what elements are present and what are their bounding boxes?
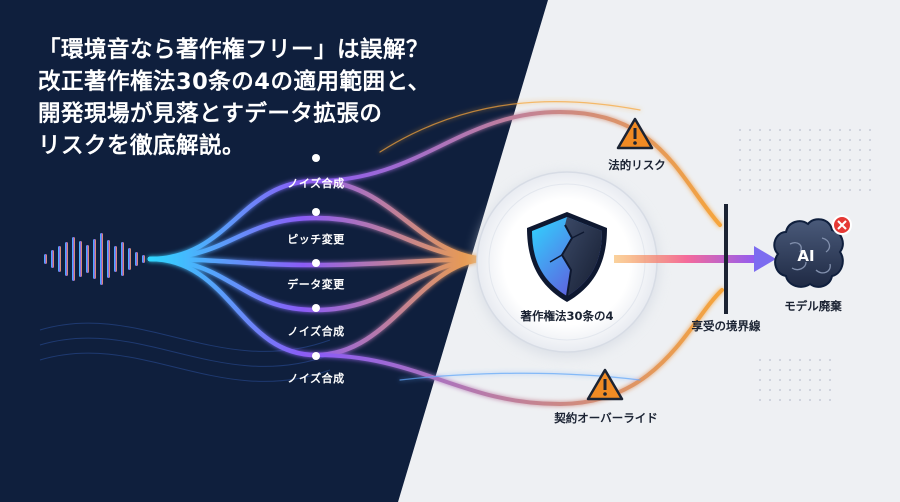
headline-line-4: リスクを徹底解説。 xyxy=(38,133,246,159)
output-arrowhead xyxy=(754,246,776,272)
waveform-bar xyxy=(100,233,103,285)
branch-label-4: ノイズ合成 xyxy=(287,325,345,338)
waveform-bar xyxy=(128,248,131,270)
cracked-shield-icon xyxy=(527,212,607,302)
branch-label-3: データ変更 xyxy=(287,278,345,291)
brain-icon xyxy=(773,218,844,288)
waveform-bar xyxy=(44,254,47,264)
risk-label-top: 法的リスク xyxy=(608,158,666,172)
warning-triangle-icon-bottom xyxy=(586,368,624,401)
waveform-bar xyxy=(86,245,89,273)
close-x-icon xyxy=(832,215,852,235)
waveform-bar xyxy=(135,252,138,266)
dot-grid-decoration xyxy=(739,129,871,401)
branch-label-1: ノイズ合成 xyxy=(287,177,345,190)
headline-line-1: 「環境音なら著作権フリー」は誤解？ xyxy=(38,37,430,63)
sound-waveform-icon xyxy=(44,233,160,285)
branch-label-2: ピッチ変更 xyxy=(287,233,345,246)
branch-label-5: ノイズ合成 xyxy=(287,372,345,385)
waveform-bar xyxy=(107,240,110,278)
boundary-line xyxy=(724,204,728,314)
boundary-label: 享受の境界線 xyxy=(691,319,761,333)
output-arrow-shaft xyxy=(614,255,760,263)
headline: 「環境音なら著作権フリー」は誤解？ 改正著作権法30条の4の適用範囲と、 開発現… xyxy=(38,34,478,162)
waveform-bar xyxy=(72,237,75,281)
ai-label: モデル廃棄 xyxy=(784,299,842,313)
risk-label-bottom: 契約オーバーライド xyxy=(554,411,658,425)
shield-label: 著作権法30条の4 xyxy=(520,309,614,323)
headline-line-3: 開発現場が見落とすデータ拡張の xyxy=(38,101,383,127)
branch-nodes xyxy=(312,154,320,360)
escape-curve-bottom xyxy=(314,288,724,407)
waveform-bar xyxy=(65,242,68,276)
waveform-bar xyxy=(114,246,117,272)
ai-badge-text: AI xyxy=(797,247,815,265)
waveform-bar xyxy=(93,239,96,279)
headline-line-2: 改正著作権法30条の4の適用範囲と、 xyxy=(38,69,431,95)
escape-curve-top xyxy=(314,109,722,227)
waveform-bar xyxy=(142,255,145,263)
waveform-bar xyxy=(79,241,82,277)
waveform-bar xyxy=(58,246,61,272)
waveform-bar xyxy=(121,242,124,276)
branch-curve-2 xyxy=(147,215,493,262)
waveform-bar xyxy=(51,250,54,268)
warning-triangle-icon-top xyxy=(616,117,654,150)
